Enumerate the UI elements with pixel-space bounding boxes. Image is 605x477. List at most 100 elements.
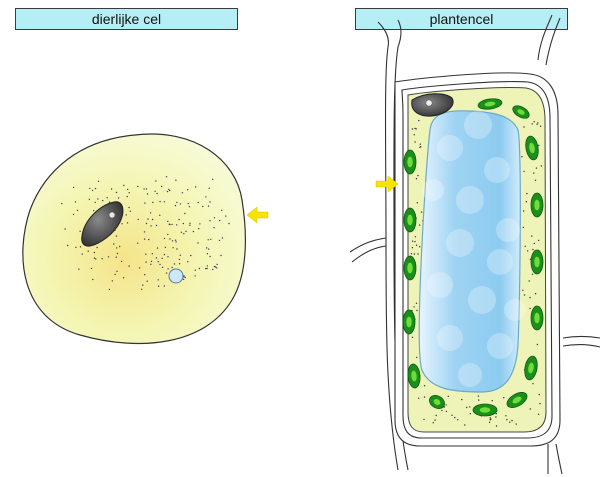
granule	[413, 253, 416, 255]
granule	[529, 296, 531, 299]
granule	[126, 222, 129, 224]
granule	[220, 254, 222, 257]
chloroplast	[472, 403, 498, 417]
granule	[101, 258, 103, 260]
granule	[206, 265, 208, 267]
granule	[145, 253, 147, 255]
granule	[488, 421, 491, 423]
chloroplasts	[402, 98, 544, 417]
granule	[171, 240, 174, 242]
chloroplast	[524, 355, 538, 381]
granule	[528, 280, 530, 282]
granule	[443, 406, 446, 408]
granule	[521, 156, 523, 158]
granule	[411, 247, 414, 249]
granule	[102, 199, 104, 202]
granule	[536, 343, 539, 346]
granule	[154, 190, 156, 192]
granule	[523, 126, 525, 128]
granule	[137, 185, 139, 188]
granule	[171, 223, 173, 226]
granule	[537, 239, 540, 242]
granule	[205, 196, 207, 198]
granule	[537, 122, 539, 124]
granule	[208, 187, 210, 189]
granule	[417, 174, 419, 177]
chloroplast	[530, 192, 544, 218]
granule	[93, 257, 96, 259]
granule	[538, 144, 540, 147]
granule	[120, 260, 123, 263]
granule	[79, 230, 81, 232]
granule	[213, 227, 215, 229]
granule	[503, 397, 505, 399]
granule	[506, 418, 508, 421]
granule	[166, 190, 169, 193]
granule	[90, 267, 93, 270]
chloroplast	[530, 305, 544, 331]
granule	[178, 218, 180, 221]
granule	[97, 180, 100, 182]
granule	[106, 197, 108, 199]
granule	[489, 417, 491, 419]
granule	[167, 256, 169, 258]
granule	[163, 237, 166, 240]
granule	[138, 267, 141, 269]
granule	[197, 242, 199, 244]
granule	[121, 223, 123, 225]
granule	[72, 186, 75, 189]
granule	[165, 176, 168, 178]
granule	[195, 186, 197, 188]
granule	[199, 223, 201, 225]
granule	[454, 416, 456, 419]
granule	[218, 239, 221, 242]
granule	[415, 244, 418, 246]
granule	[145, 261, 147, 263]
granule	[423, 396, 426, 398]
granule	[144, 202, 146, 204]
neighbor-wall-lines	[349, 14, 601, 475]
granule	[509, 421, 511, 423]
granule	[210, 238, 212, 240]
granule	[489, 419, 491, 421]
granule	[150, 263, 152, 265]
plant-membrane-arrow	[375, 175, 399, 193]
granule	[184, 276, 186, 279]
granule	[524, 245, 526, 247]
granule	[168, 188, 170, 191]
granule	[469, 406, 471, 408]
animal-cell	[22, 133, 269, 344]
granule	[523, 170, 525, 173]
granule	[176, 224, 178, 226]
granule	[96, 246, 98, 249]
granule	[156, 247, 159, 249]
granule	[74, 201, 77, 203]
vacuole-background-chloroplasts	[422, 111, 526, 387]
granule	[522, 289, 524, 291]
chloroplast	[525, 135, 539, 161]
granule	[418, 397, 420, 399]
granule	[157, 261, 159, 263]
granule	[216, 263, 218, 266]
granule	[190, 254, 192, 257]
granule	[478, 399, 480, 401]
granule	[116, 270, 118, 272]
granule	[511, 419, 513, 422]
granule	[532, 248, 534, 251]
granule	[213, 265, 216, 268]
granule	[88, 198, 91, 201]
granule	[441, 409, 443, 412]
granule	[535, 167, 538, 169]
granule	[411, 128, 414, 130]
granule	[111, 280, 114, 282]
chloroplast	[506, 392, 528, 408]
granule	[531, 123, 533, 125]
granule	[188, 206, 191, 208]
granule	[123, 184, 125, 187]
granule	[418, 224, 421, 226]
granule	[183, 233, 185, 235]
granule	[115, 235, 118, 237]
granule	[143, 231, 146, 233]
granule	[414, 240, 416, 243]
